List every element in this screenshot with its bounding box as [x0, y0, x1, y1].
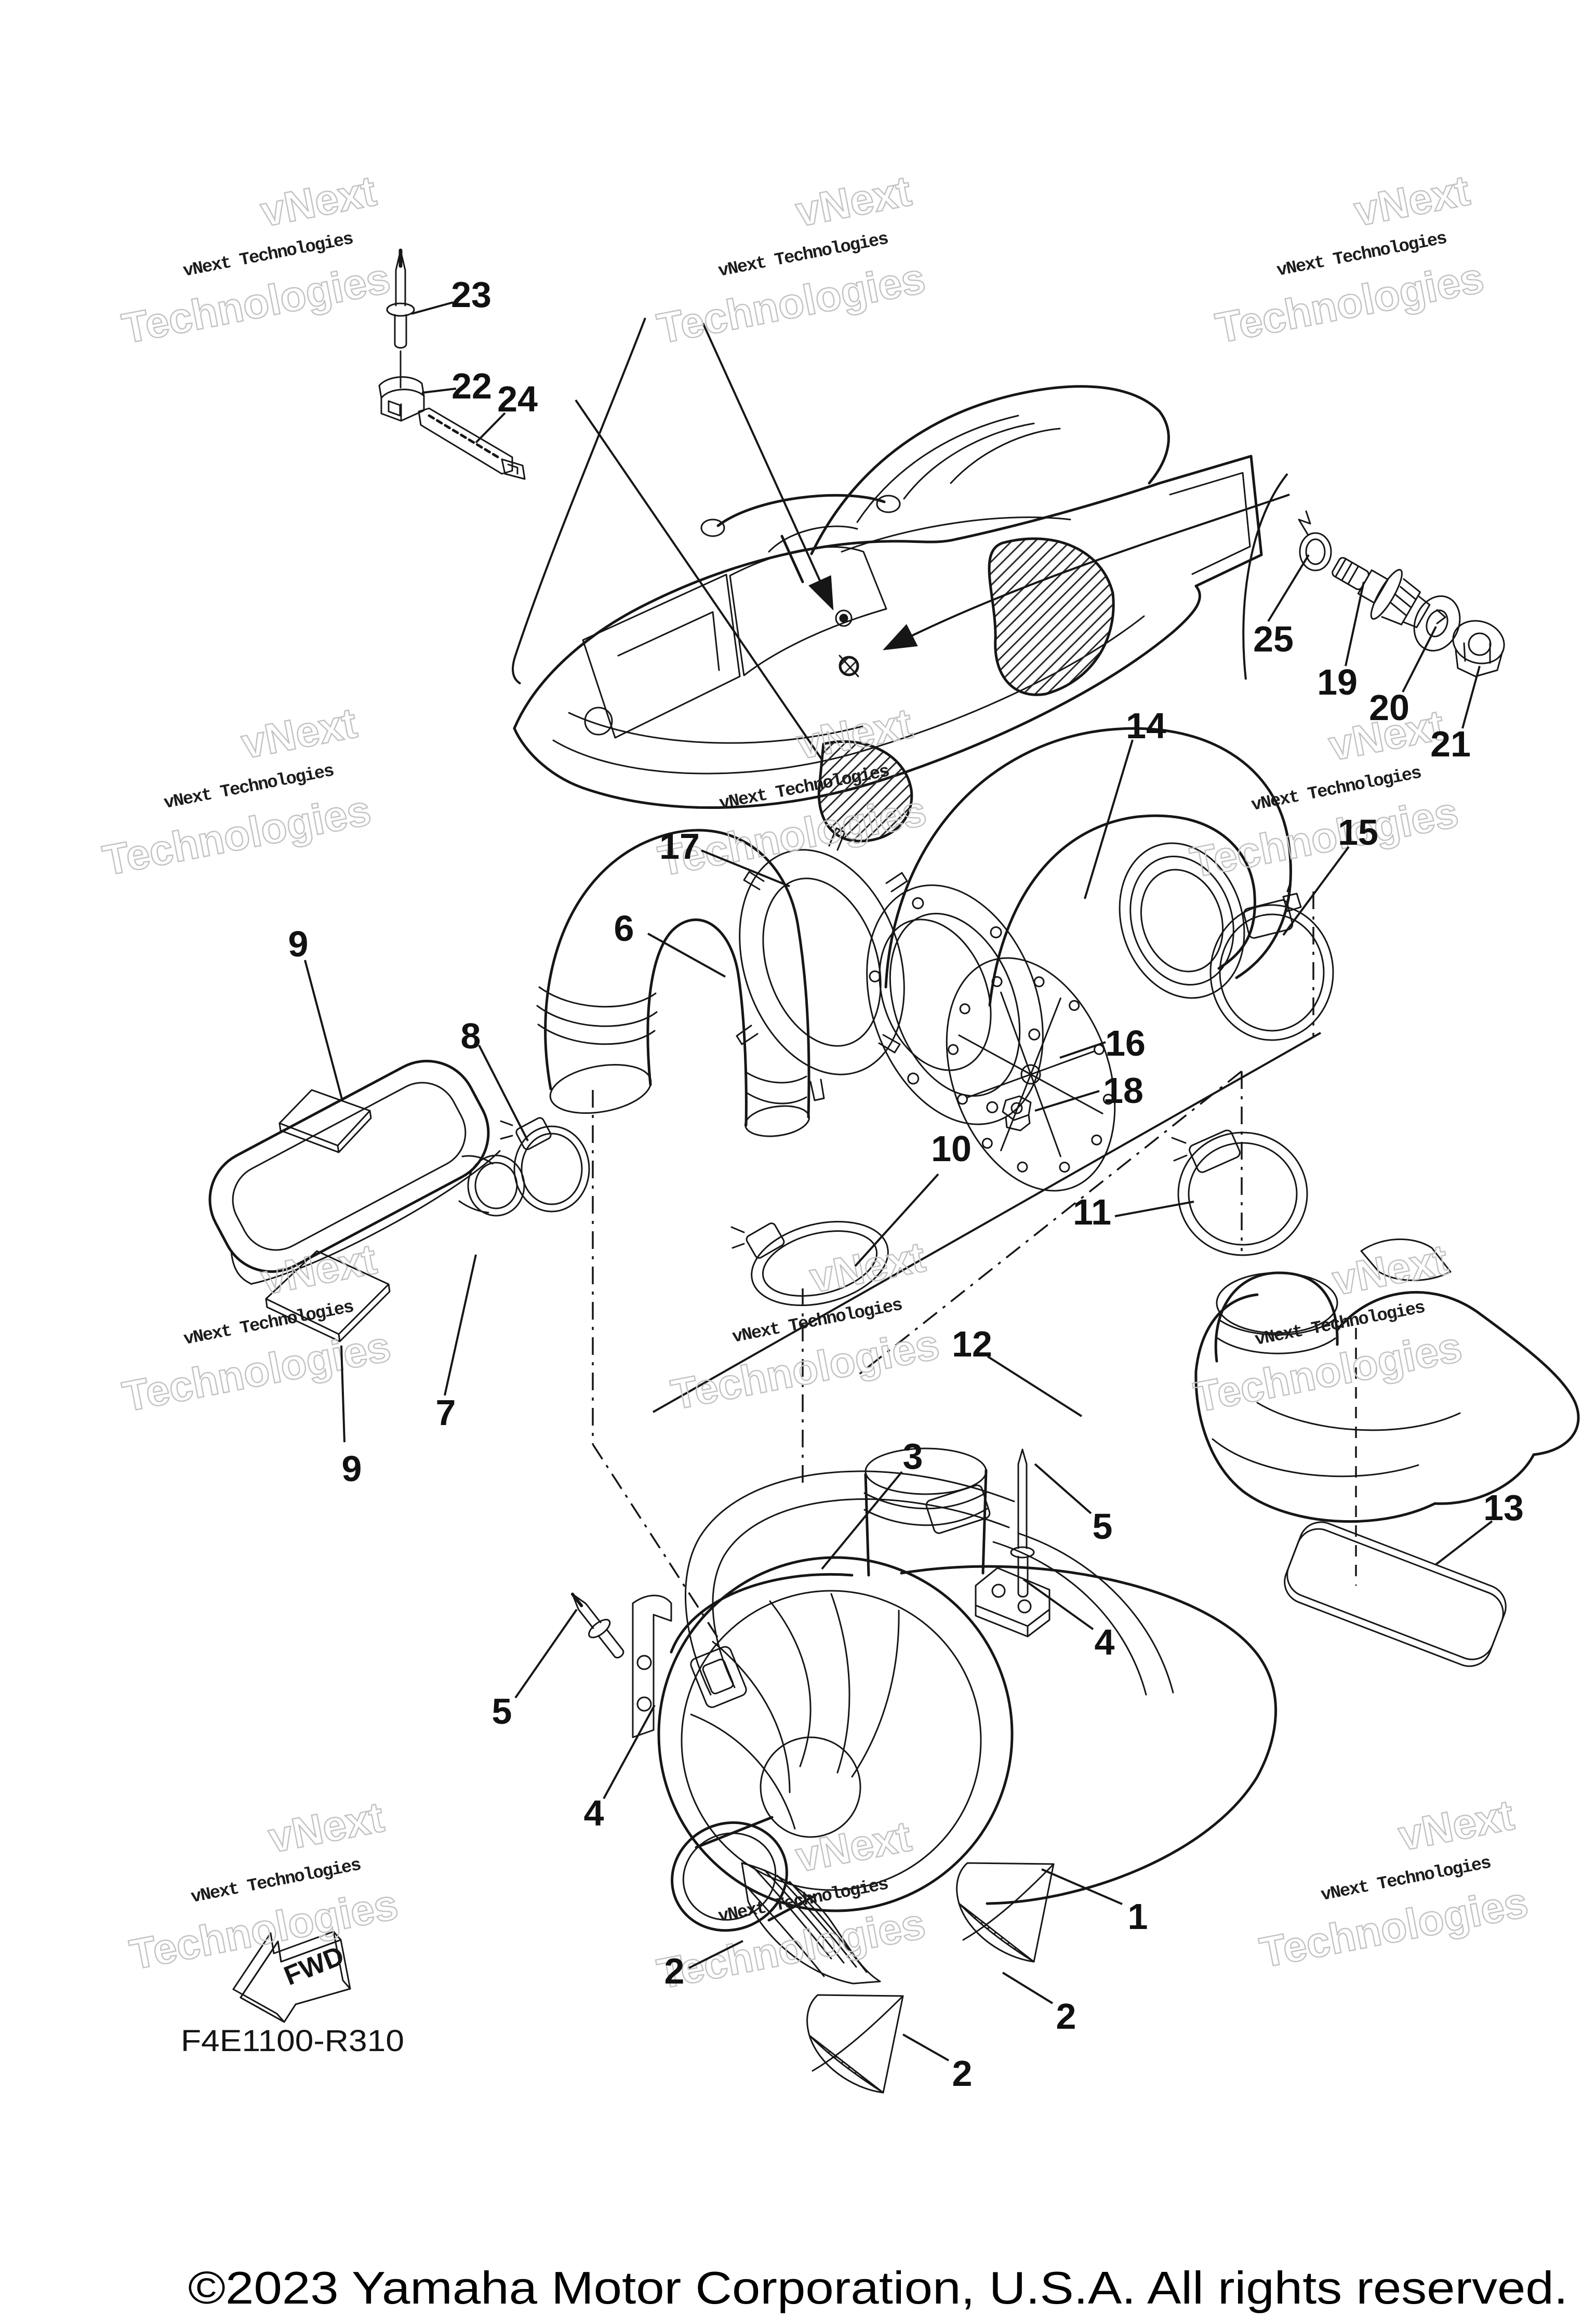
callout-9: 9: [288, 924, 309, 964]
callout-6: 6: [614, 908, 634, 949]
fitting-19-drawing: [1332, 557, 1431, 629]
hose-clamp-10-drawing: [730, 1220, 889, 1307]
leader-line-5: [514, 1608, 578, 1699]
leader-line-1: [1041, 1868, 1123, 1905]
callout-17: 17: [659, 826, 700, 867]
callout-14: 14: [1126, 706, 1166, 746]
callout-20: 20: [1369, 687, 1409, 728]
pad-13-drawing: [1284, 1521, 1507, 1667]
leader-line-15: [1282, 846, 1350, 936]
callout-1: 1: [1128, 1896, 1148, 1937]
callout-13: 13: [1483, 1487, 1524, 1528]
callout-2: 2: [664, 1951, 685, 1991]
rivet-5-right-drawing: [1010, 1448, 1035, 1598]
leader-line-10: [854, 1173, 939, 1267]
callout-11: 11: [1073, 1192, 1111, 1232]
gasket-drawing: [866, 884, 1044, 1125]
flange-nut-21-drawing: [1452, 620, 1505, 677]
leader-line-9: [304, 960, 343, 1099]
callout-25: 25: [1253, 619, 1294, 659]
leader-line-9: [340, 1345, 345, 1443]
hose-clamp-8-drawing: [500, 1117, 590, 1213]
leader-line-5: [1034, 1463, 1092, 1514]
leader-line-6: [647, 933, 726, 978]
elbow-pipe-6-drawing: [536, 829, 810, 1137]
leader-line-2: [902, 2033, 949, 2061]
leader-line-14: [1084, 739, 1134, 899]
fin-2-right-drawing: [956, 1862, 1055, 1963]
leader-line-23: [411, 301, 454, 315]
leader-line-4: [603, 1705, 656, 1799]
leader-line-2: [688, 1940, 743, 1969]
reference-lines: [512, 317, 1357, 1643]
callout-2: 2: [1056, 1996, 1076, 2037]
flange-ring-17-drawing: [736, 827, 908, 1101]
leader-line-11: [1114, 1201, 1194, 1217]
callout-15: 15: [1338, 812, 1378, 853]
jetski-drawing: [513, 385, 1263, 843]
baffle-plate-16-drawing: [946, 957, 1116, 1192]
leader-line-13: [1434, 1520, 1493, 1566]
leader-line-25: [1267, 554, 1310, 622]
bracket-4-left-drawing: [632, 1594, 672, 1738]
leader-line-4: [1022, 1578, 1094, 1630]
callout-18: 18: [1103, 1070, 1143, 1111]
leader-line-20: [1402, 626, 1437, 693]
fin-2-attached-drawing: [741, 1862, 881, 1985]
callout-3: 3: [903, 1436, 923, 1476]
callout-24: 24: [497, 379, 538, 419]
leader-line-7: [444, 1254, 477, 1396]
screw-23-drawing: [386, 248, 415, 349]
leader-line-2: [1002, 1972, 1054, 2004]
callout-4: 4: [1095, 1622, 1115, 1662]
pad-9-upper-drawing: [278, 1089, 372, 1153]
leader-line-19: [1345, 581, 1365, 667]
leader-line-24: [475, 412, 506, 444]
leader-line-3: [821, 1471, 903, 1570]
rivet-5-left-drawing: [570, 1592, 624, 1659]
callout-5: 5: [1093, 1506, 1113, 1547]
callout-16: 16: [1105, 1023, 1146, 1063]
bracket-4-right-drawing: [975, 1567, 1050, 1638]
callout-9: 9: [342, 1448, 362, 1489]
hose-clamp-15-drawing: [1209, 881, 1334, 1041]
hose-clamp-11-drawing: [1171, 1129, 1308, 1256]
callout-7: 7: [436, 1392, 456, 1433]
callout-2: 2: [952, 2053, 973, 2094]
leader-line-21: [1461, 666, 1481, 729]
callout-5: 5: [492, 1691, 512, 1732]
pad-9-lower-drawing: [265, 1250, 391, 1342]
copyright-line: ©2023 Yamaha Motor Corporation, U.S.A. A…: [188, 2262, 1568, 2313]
hose-clamp-25-drawing: [1298, 510, 1332, 571]
leader-line-17: [701, 849, 790, 887]
diagram-code: F4E1100-R310: [181, 2024, 404, 2058]
leader-line-12: [987, 1355, 1083, 1417]
callout-23: 23: [451, 274, 491, 315]
resonator-7-drawing: [208, 1059, 525, 1285]
cable-tie-24-drawing: [418, 407, 526, 480]
strap-3-drawing: [685, 1470, 1015, 1708]
callout-19: 19: [1317, 662, 1358, 702]
callout-10: 10: [931, 1128, 972, 1169]
callout-4: 4: [584, 1793, 604, 1833]
leader-line-22: [421, 388, 457, 394]
callout-22: 22: [451, 366, 492, 406]
callout-8: 8: [461, 1016, 481, 1056]
nut-18-drawing: [1002, 1095, 1032, 1132]
resonator-12-drawing: [1194, 1238, 1580, 1523]
leader-line-18: [1034, 1090, 1100, 1112]
callout-21: 21: [1430, 724, 1471, 764]
leader-line-8: [478, 1045, 529, 1141]
callout-12: 12: [952, 1324, 992, 1364]
leader-line-16: [1059, 1041, 1106, 1059]
fin-2-middle-drawing: [806, 1994, 904, 2094]
